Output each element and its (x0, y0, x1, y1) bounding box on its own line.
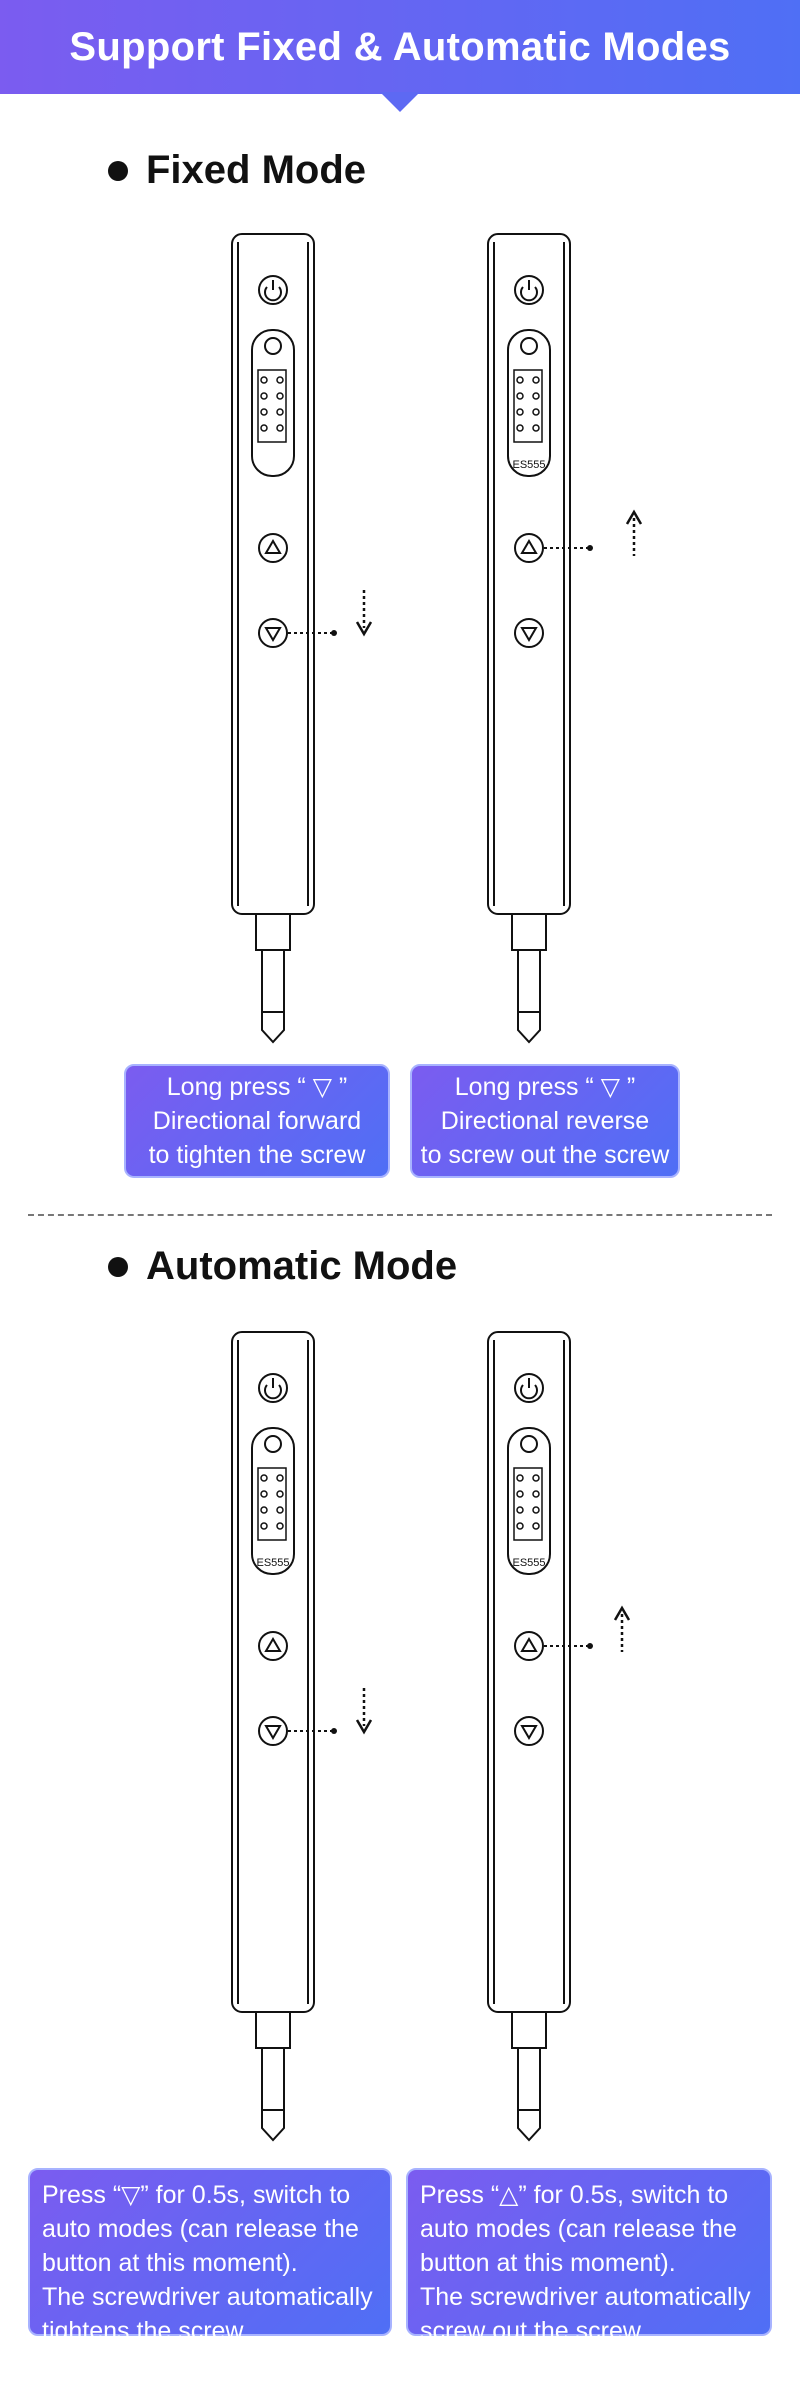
down-triangle-icon (264, 1725, 282, 1740)
up-button[interactable] (514, 1631, 544, 1661)
bullet-icon (108, 160, 128, 181)
mode-panel (251, 329, 295, 477)
mode-panel (507, 329, 551, 477)
fixed-reverse-caption: Long press “ ▽ ” Directional reverse to … (410, 1064, 680, 1178)
screw-icon (520, 337, 538, 355)
down-button[interactable] (258, 1716, 288, 1746)
up-triangle-icon (264, 1637, 282, 1652)
power-button[interactable] (514, 275, 544, 305)
automatic-mode-heading: Automatic Mode (108, 1244, 457, 1289)
mode-panel (251, 1427, 295, 1575)
page-title: Support Fixed & Automatic Modes (69, 24, 731, 69)
indicator-dots (257, 1467, 287, 1541)
fixed-mode-title: Fixed Mode (146, 148, 367, 192)
fixed-mode-heading: Fixed Mode (108, 148, 366, 193)
power-icon (520, 1384, 538, 1400)
auto-tighten-caption: Press “▽” for 0.5s, switch to auto modes… (28, 2168, 392, 2345)
device-model-label: ES555 (256, 1557, 289, 1569)
up-button[interactable] (258, 533, 288, 563)
caption-line: Long press “ ▽ ” (454, 1073, 636, 1101)
up-button[interactable] (258, 1631, 288, 1661)
caption-line: The screwdriver automatically (420, 2283, 751, 2311)
power-icon (264, 1384, 282, 1400)
power-button[interactable] (258, 1373, 288, 1403)
auto-unscrew-caption: Press “△” for 0.5s, switch to auto modes… (406, 2168, 772, 2345)
screw-icon (264, 1435, 282, 1453)
caption-line: to tighten the screw (148, 1141, 366, 1169)
header-notch (380, 92, 420, 112)
caption-line: button at this moment). (420, 2249, 676, 2277)
down-triangle-icon (520, 1725, 538, 1740)
indicator-dots (257, 369, 287, 443)
screwdriver-fixed-forward (231, 233, 337, 1044)
caption-line: Press “▽” for 0.5s, switch to (42, 2181, 351, 2209)
caption-line: Directional reverse (440, 1107, 650, 1135)
screwdriver-auto-tighten: ES555 (231, 1331, 337, 2142)
screw-icon (520, 1435, 538, 1453)
device-model-label: ES555 (512, 459, 545, 471)
caption-line: Long press “ ▽ ” (166, 1073, 348, 1101)
down-button[interactable] (514, 1716, 544, 1746)
power-button[interactable] (514, 1373, 544, 1403)
bullet-icon (108, 1256, 128, 1277)
mode-panel (507, 1427, 551, 1575)
up-triangle-icon (520, 1637, 538, 1652)
indicator-dots (513, 369, 543, 443)
caption-line: button at this moment). (42, 2249, 298, 2277)
screwdriver-auto-unscrew: ES555 (487, 1331, 593, 2142)
arrow-down-icon (355, 590, 373, 637)
arrow-up-icon (625, 509, 643, 556)
power-button[interactable] (258, 275, 288, 305)
automatic-mode-title: Automatic Mode (146, 1244, 458, 1288)
caption-line: The screwdriver automatically (42, 2283, 373, 2311)
arrow-down-icon (355, 1688, 373, 1735)
down-triangle-icon (520, 627, 538, 642)
caption-line: screw out the screw. (420, 2317, 647, 2345)
up-triangle-icon (264, 539, 282, 554)
screw-icon (264, 337, 282, 355)
up-button[interactable] (514, 533, 544, 563)
section-divider (28, 1214, 772, 1216)
fixed-forward-caption: Long press “ ▽ ” Directional forward to … (124, 1064, 390, 1178)
device-model-label: ES555 (512, 1557, 545, 1569)
caption-line: auto modes (can release the (42, 2215, 359, 2243)
caption-line: auto modes (can release the (420, 2215, 737, 2243)
up-triangle-icon (520, 539, 538, 554)
power-icon (520, 286, 538, 302)
down-button[interactable] (514, 618, 544, 648)
down-button[interactable] (258, 618, 288, 648)
caption-line: Press “△” for 0.5s, switch to (420, 2181, 729, 2209)
power-icon (264, 286, 282, 302)
caption-line: to screw out the screw (420, 1141, 670, 1169)
header-banner: Support Fixed & Automatic Modes (0, 0, 800, 94)
screwdriver-fixed-reverse: ES555 (487, 233, 593, 1044)
caption-line: Directional forward (152, 1107, 362, 1135)
caption-line: tightens the screw. (42, 2317, 250, 2345)
indicator-dots (513, 1467, 543, 1541)
arrow-up-icon (613, 1605, 631, 1652)
down-triangle-icon (264, 627, 282, 642)
